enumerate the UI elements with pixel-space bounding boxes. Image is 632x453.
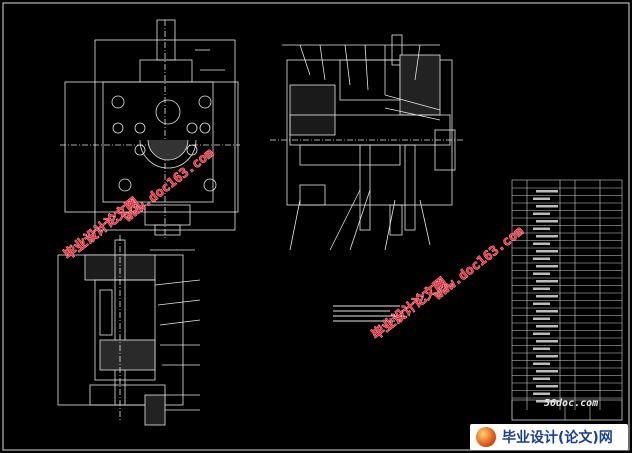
watermark-group: 毕业设计论文网 www.doc163.com 毕业设计论文网 www.doc16… bbox=[60, 145, 527, 344]
table-cell-text bbox=[533, 392, 550, 395]
table-cell-text bbox=[536, 235, 558, 238]
watermark-cn-1: 毕业设计论文网 bbox=[61, 195, 143, 264]
table-cell-text bbox=[533, 302, 550, 305]
watermark-url-2: www.doc163.com bbox=[431, 224, 527, 303]
table-cell-text bbox=[536, 295, 558, 298]
table-cell-text bbox=[533, 362, 550, 365]
watermark-cn-2: 毕业设计论文网 bbox=[369, 275, 451, 344]
table-cell-text bbox=[536, 385, 558, 388]
table-cell-text bbox=[533, 347, 550, 350]
table-cell-text bbox=[536, 310, 558, 313]
table-cell-text bbox=[533, 242, 550, 245]
brand-small-url: 56doc.com bbox=[544, 398, 599, 409]
table-cell-text bbox=[533, 212, 550, 215]
table-cell-text bbox=[533, 272, 550, 275]
table-cell-text bbox=[536, 355, 558, 358]
table-cell-text bbox=[536, 205, 558, 208]
table-cell-text bbox=[533, 257, 550, 260]
table-cell-text bbox=[536, 400, 558, 403]
table-cell-text bbox=[536, 250, 558, 253]
section-view bbox=[270, 34, 465, 251]
brand-badge: 毕业设计(论文)网 bbox=[470, 424, 628, 450]
table-cell-text bbox=[536, 190, 558, 193]
parts-list-table bbox=[511, 179, 623, 421]
table-cell-text bbox=[533, 332, 550, 335]
table-cell-text bbox=[536, 325, 558, 328]
table-cell-text bbox=[533, 227, 550, 230]
table-cell-text bbox=[533, 317, 550, 320]
table-cell-text bbox=[536, 280, 558, 283]
table-cell-text bbox=[533, 377, 550, 380]
table-cell-text bbox=[533, 287, 550, 290]
brand-name: 毕业设计(论文)网 bbox=[502, 430, 613, 446]
globe-logo-icon bbox=[476, 427, 496, 447]
technical-notes bbox=[333, 305, 405, 322]
front-view bbox=[60, 19, 240, 240]
table-cell-text bbox=[536, 370, 558, 373]
table-cell-text bbox=[536, 265, 558, 268]
side-view bbox=[57, 235, 201, 426]
table-cell-text bbox=[533, 197, 550, 200]
table-cell-text bbox=[536, 220, 558, 223]
table-cell-text bbox=[536, 340, 558, 343]
